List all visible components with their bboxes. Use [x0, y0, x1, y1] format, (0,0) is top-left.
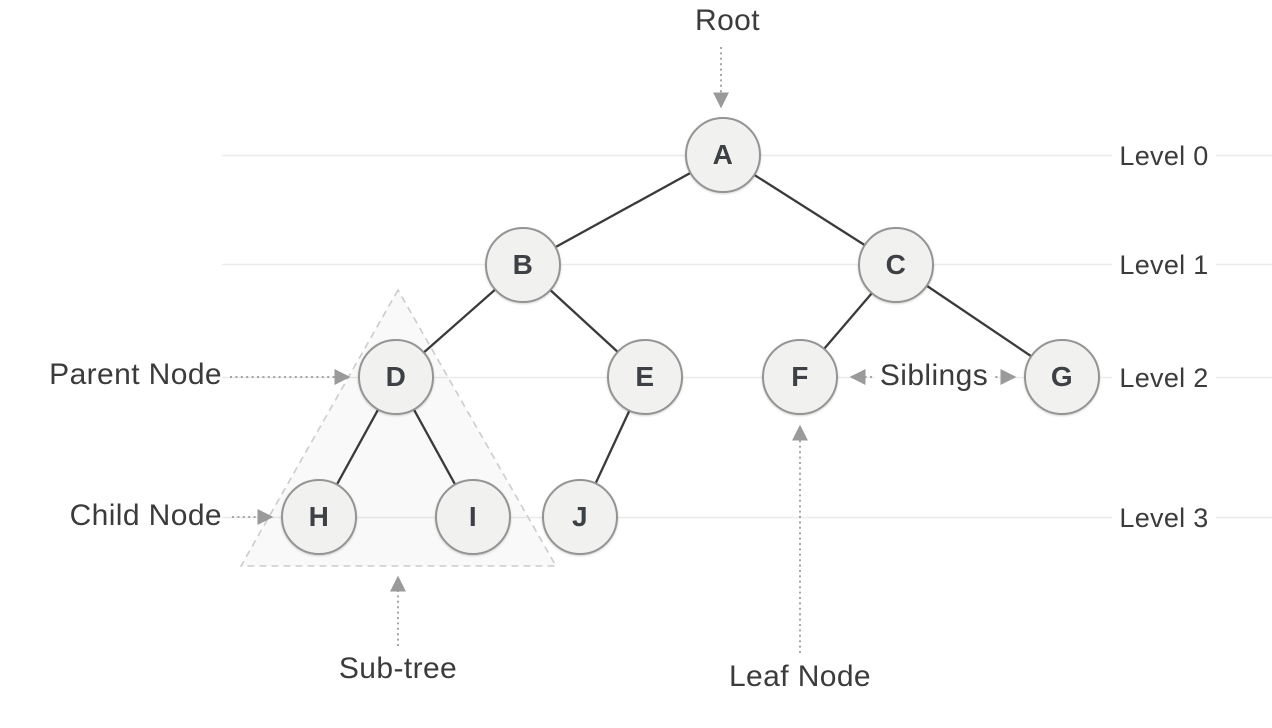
node-h-label: H: [308, 501, 330, 532]
node-a-label: A: [712, 139, 734, 170]
node-h: H: [281, 479, 357, 555]
subtree-label: Sub-tree: [338, 652, 458, 685]
subtree-triangle: [239, 288, 558, 567]
node-a: A: [685, 117, 761, 193]
node-b: B: [485, 227, 561, 303]
annotation-arrows: [230, 47, 1017, 653]
leaf-node-label: Leaf Node: [728, 660, 872, 693]
node-e: E: [607, 339, 683, 415]
node-g-label: G: [1050, 361, 1074, 392]
node-j-label: J: [571, 501, 589, 532]
node-f: F: [762, 339, 838, 415]
node-b-label: B: [512, 249, 534, 280]
node-i: I: [435, 479, 511, 555]
node-g: G: [1024, 339, 1100, 415]
node-d: D: [358, 339, 434, 415]
node-e-label: E: [635, 361, 655, 392]
level-2-label: Level 2: [1112, 361, 1216, 395]
level-1-label: Level 1: [1112, 248, 1216, 282]
siblings-label: Siblings: [874, 359, 994, 393]
parent-node-label: Parent Node: [49, 358, 222, 391]
node-f-label: F: [791, 361, 809, 392]
node-c: C: [858, 227, 934, 303]
node-c-label: C: [885, 249, 907, 280]
node-d-label: D: [385, 361, 407, 392]
child-node-label: Child Node: [69, 499, 222, 532]
level-3-label: Level 3: [1112, 501, 1216, 535]
root-label: Root: [695, 4, 760, 37]
node-j: J: [542, 479, 618, 555]
level-0-label: Level 0: [1112, 139, 1216, 173]
node-i-label: I: [468, 501, 478, 532]
